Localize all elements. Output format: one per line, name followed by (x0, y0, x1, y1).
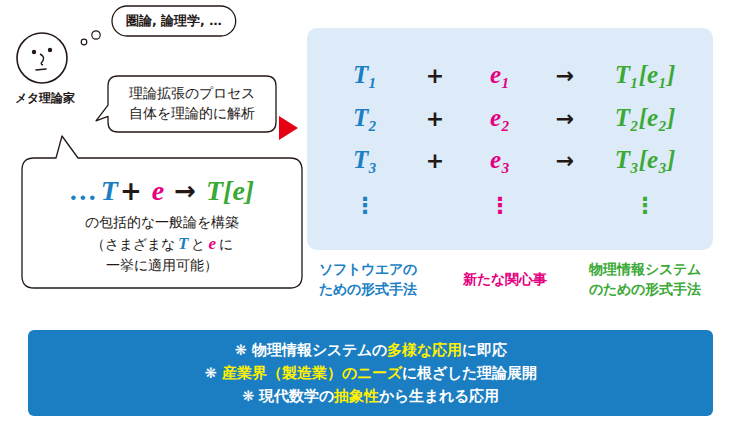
formula-part: + (120, 176, 152, 206)
formula-cell: T₂[e₂] (615, 104, 675, 132)
face-eye (48, 48, 52, 52)
formula-part: の包括的な一般論を構築 (85, 214, 239, 230)
bullet-text: に根ざした理論展開 (402, 365, 537, 381)
bullet-text: 多様な応用 (387, 342, 462, 358)
formula-cell: T₃[e₃] (615, 146, 675, 174)
bullet-text: 産業界（製造業）のニーズ (222, 365, 402, 381)
formula-part: T (101, 175, 120, 206)
formula-part: （さまざまな (91, 236, 175, 252)
thought-text: 圏論, 論理学, … (126, 12, 222, 30)
formula-cell: → (556, 106, 574, 131)
formula-part: e (205, 234, 219, 253)
formula-cell: + (426, 106, 444, 131)
formula-cell: T₃ (353, 146, 377, 174)
role-label: メタ理論家 (0, 90, 90, 107)
face-outline (17, 33, 67, 83)
formula-part: と (191, 236, 205, 252)
face-nose (40, 54, 44, 65)
speech-text: 理論拡張のプロセス 自体を理論的に解析 (116, 84, 268, 123)
formula-cell: T₁ (353, 61, 377, 89)
formula-cell: e₁ (490, 61, 510, 89)
column-label: ソフトウエアの ための形式手法 (303, 260, 433, 299)
formula-cell: e₃ (490, 146, 510, 174)
bullet-text: に即応 (462, 342, 507, 358)
bullet-line: ❋産業界（製造業）のニーズに根ざした理論展開 (204, 362, 536, 385)
bullet-text: ❋ 現代数学の (242, 388, 334, 404)
column-label: 新たな関心事 (445, 270, 565, 290)
formula-cell: e₂ (490, 104, 510, 132)
face-mouth (36, 69, 46, 70)
formula-cell: → (556, 148, 574, 173)
bullet-line: ❋ 物理情報システムの多様な応用に即応 (234, 339, 506, 362)
formula-cell: ⋮ (634, 193, 656, 218)
speech-bubble: 理論拡張のプロセス 自体を理論的に解析 (108, 76, 276, 132)
thought-dot (81, 39, 87, 45)
formula-cell: T₂ (353, 104, 377, 132)
formula-part: … (70, 175, 101, 206)
formula-part: e (152, 175, 174, 206)
formula-cell: ⋮ (354, 193, 376, 218)
bubble-outline (108, 76, 276, 132)
face-eye (32, 50, 36, 54)
text-line: の包括的な一般論を構築 (85, 211, 239, 233)
theory-panel: T₁ + e₁ → T₁[e₁] T₂ + e₂ → T₂[e₂] T₃ + e₃ → T₃[e₃] ⋮ ⋮ ⋮ (307, 28, 713, 250)
bullet-text: ❋ 物理情報システムの (234, 342, 386, 358)
theory-bubble: …T+e→T[e]の包括的な一般論を構築（さまざまなTとeに 一挙に適用可能） (22, 158, 302, 288)
bullet-text: 抽象性 (334, 388, 379, 404)
bubble-outline (112, 6, 236, 36)
meta-theorist-face (17, 33, 67, 83)
bullet-line: ❋ 現代数学の抽象性から生まれる応用 (242, 385, 499, 408)
bubble-outline (22, 136, 302, 288)
thought-bubble: 圏論, 論理学, … (112, 6, 236, 36)
column-label: 物理情報システム のための形式手法 (570, 260, 720, 299)
formula-cell: → (556, 63, 574, 88)
formula-part: T (175, 234, 191, 253)
bullet-text: ❋ (204, 365, 221, 381)
formula-cell: ⋮ (489, 193, 511, 218)
formula-cell: T₁[e₁] (615, 61, 675, 89)
bullet-text: から生まれる応用 (379, 388, 499, 404)
flow-arrow (279, 116, 298, 140)
formula-cell: + (426, 63, 444, 88)
formula-part: T[e] (206, 175, 254, 206)
text-line: （さまざまなTとeに 一挙に適用可能） (42, 233, 282, 276)
thought-dot (92, 31, 100, 39)
text-line: …T+e→T[e] (70, 171, 254, 211)
bubble-outline (96, 76, 276, 132)
formula-part: → (174, 176, 206, 206)
formula-cell: + (426, 148, 444, 173)
summary-band: ❋ 物理情報システムの多様な応用に即応❋産業界（製造業）のニーズに根ざした理論展… (28, 330, 713, 416)
